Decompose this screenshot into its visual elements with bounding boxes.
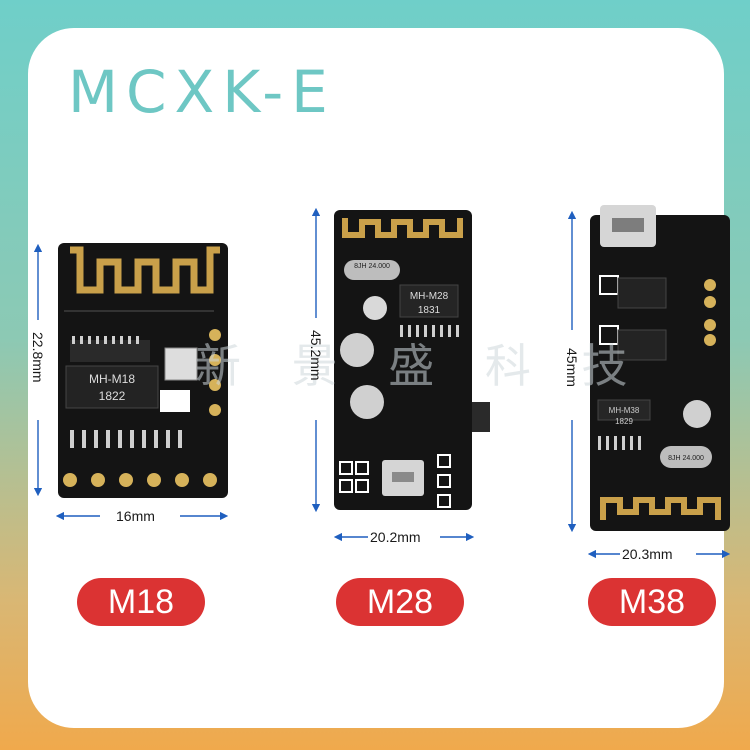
m28-chip-label: MH-M28 (410, 291, 449, 302)
m28-crystal-label: 8JH 24.000 (354, 263, 390, 270)
m18-model-badge: M18 (77, 578, 205, 626)
m38-width-label: 20.3mm (622, 546, 673, 562)
dimension-lines (33, 207, 731, 559)
brand-logo: MCXK-E (68, 58, 336, 126)
m18-chip-label: MH-M18 (89, 372, 135, 386)
m38-height-label: 45mm (564, 348, 580, 387)
m28-model-badge: M28 (336, 578, 464, 626)
m18-width-label: 16mm (116, 508, 155, 524)
m28-chip-code: 1831 (418, 305, 441, 316)
m38-chip-label: MH-M38 (609, 406, 640, 415)
m28-board: 8JH 24.000 MH-M28 1831 (334, 210, 490, 510)
m28-height-label: 45.2mm (308, 330, 324, 381)
m18-chip-code: 1822 (99, 389, 126, 403)
watermark: 新 景 盛 科 技 (195, 339, 646, 393)
m38-crystal-label: 8JH 24.000 (668, 455, 704, 462)
m38-chip-code: 1829 (615, 417, 633, 426)
m18-board: MH-M18 1822 (58, 243, 228, 498)
m38-board: MH-M38 1829 8JH 24.000 (590, 205, 730, 531)
m28-width-label: 20.2mm (370, 529, 421, 545)
m18-height-label: 22.8mm (30, 332, 46, 383)
m38-model-badge: M38 (588, 578, 716, 626)
